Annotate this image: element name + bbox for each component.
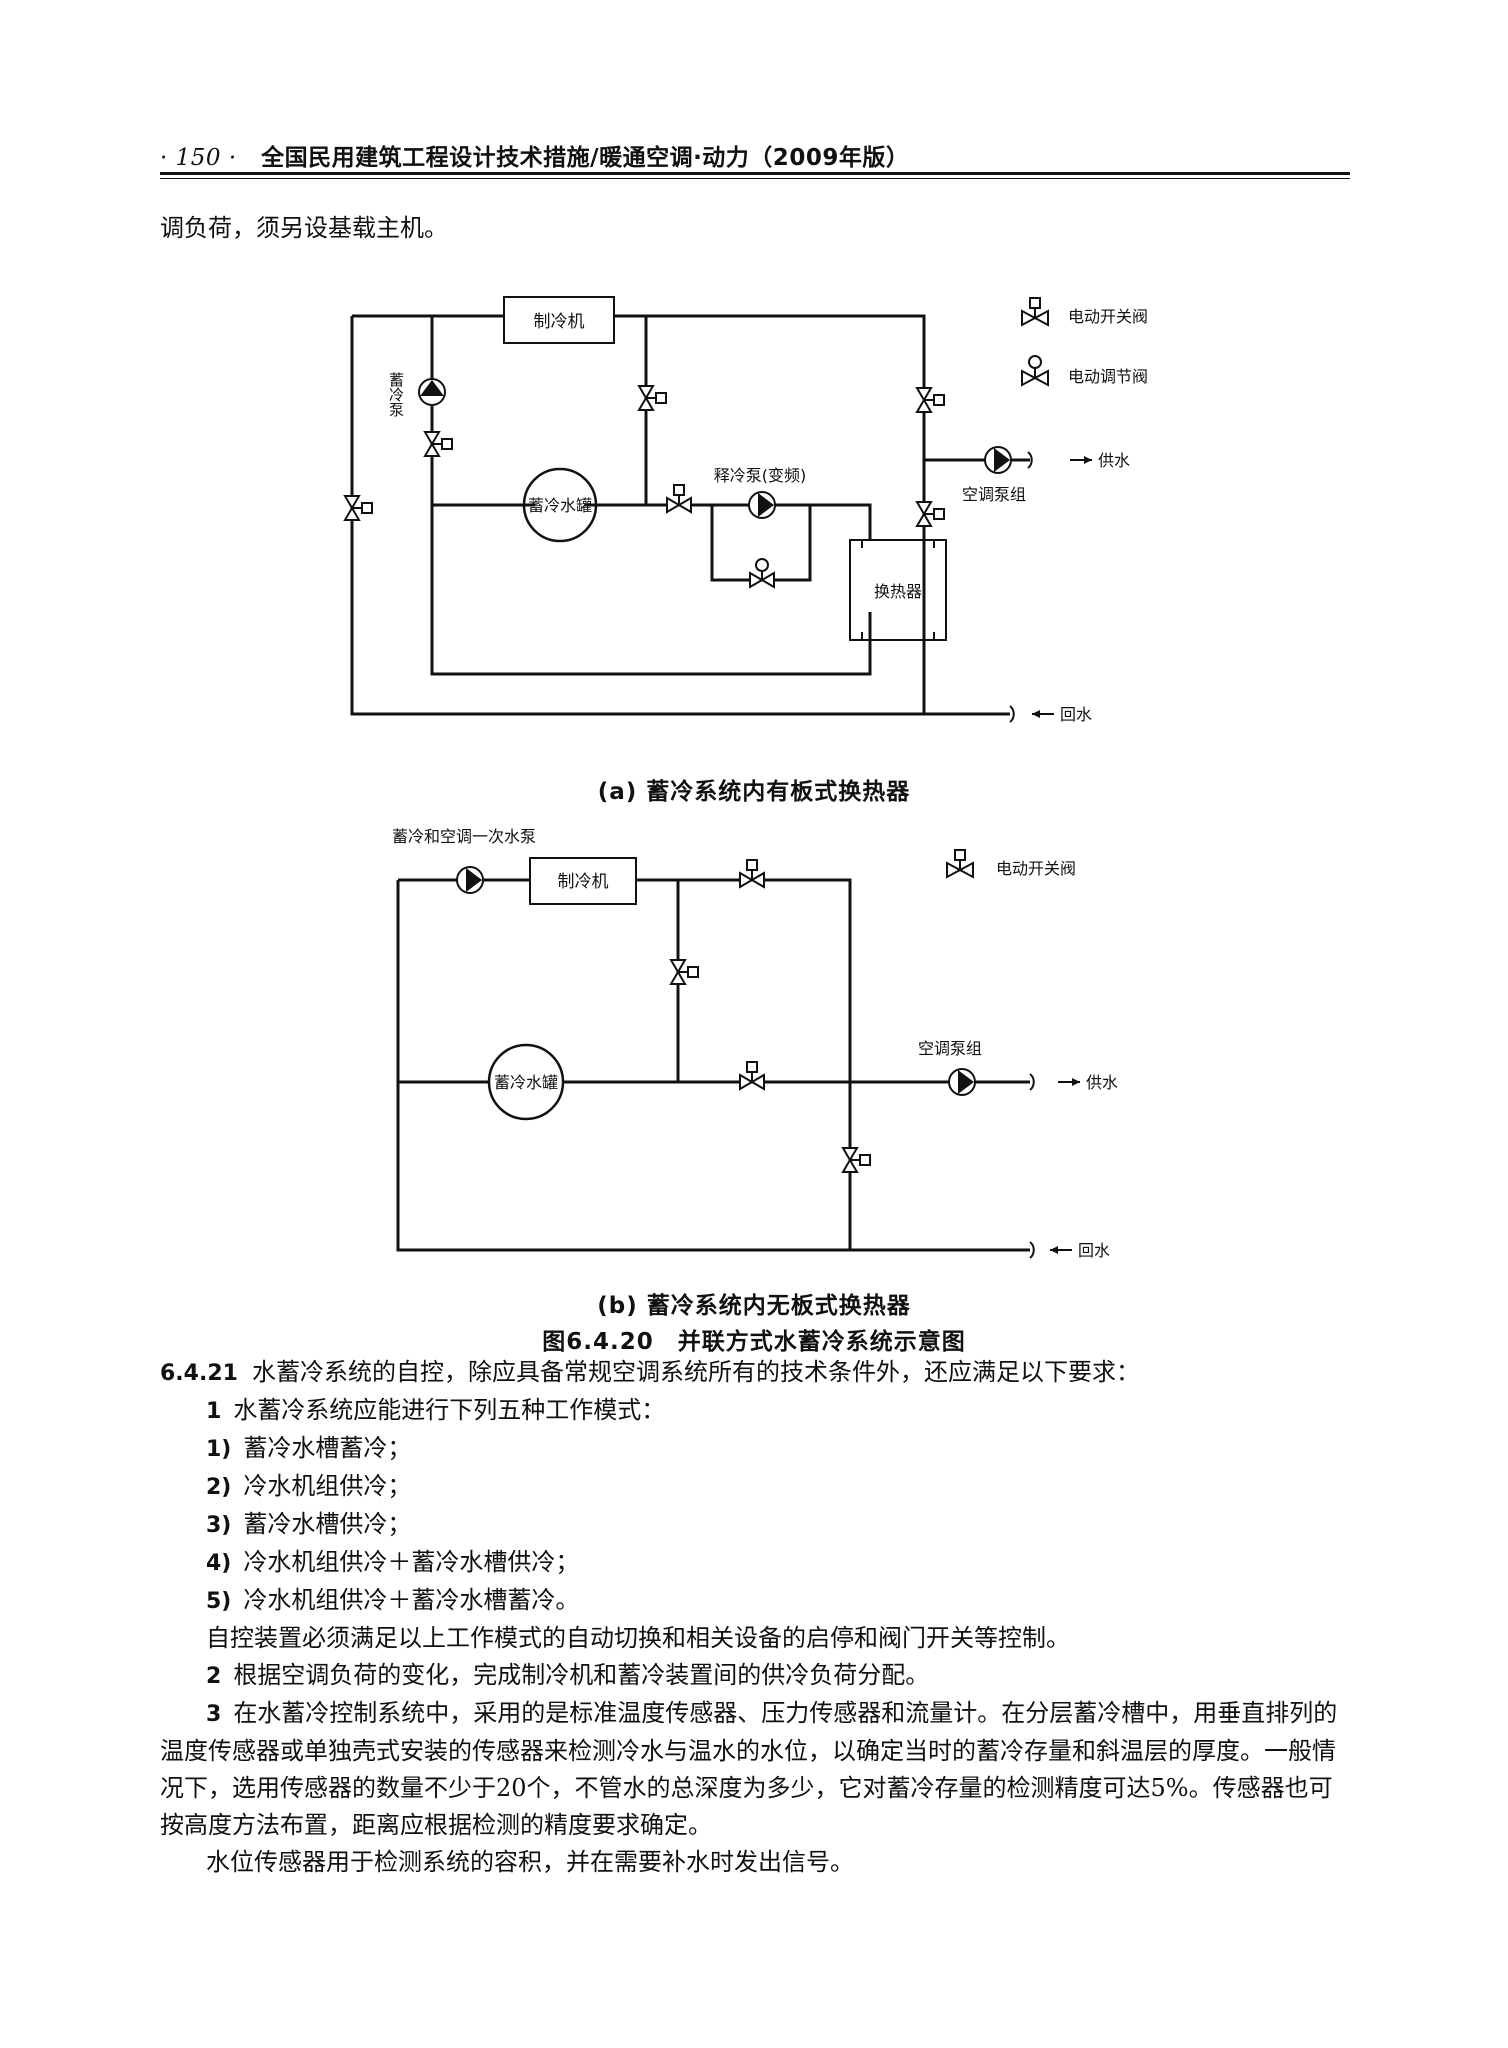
mode-text: 冷水机组供冷＋蓄冷水槽蓄冷。 — [243, 1586, 580, 1614]
mode-text: 冷水机组供冷； — [243, 1472, 412, 1500]
ac-pump-group-label: 空调泵组 — [918, 1039, 982, 1058]
regulating-valve-icon — [749, 558, 775, 588]
ac-pump-icon — [984, 446, 1012, 474]
item-text: 在水蓄冷控制系统中，采用的是标准温度传感器、压力传感器和流量计。在分层蓄冷槽中，… — [160, 1699, 1338, 1839]
supply-arrow-icon — [1057, 1077, 1081, 1087]
valve-icon — [739, 859, 765, 888]
valve-icon — [666, 484, 692, 513]
valve-icon — [916, 387, 945, 413]
primary-pump-icon — [456, 866, 484, 894]
valve-icon — [344, 495, 373, 521]
mode-text: 冷水机组供冷＋蓄冷水槽供冷； — [243, 1548, 580, 1576]
legend-switch-valve-label: 电动开关阀 — [996, 859, 1076, 878]
legend-regulating-valve-label: 电动调节阀 — [1068, 367, 1148, 386]
valve-icon — [638, 385, 667, 411]
supply-water-label: 供水 — [1086, 1073, 1118, 1092]
ac-pump-group-label: 空调泵组 — [962, 485, 1026, 504]
item-text: 根据空调负荷的变化，完成制冷机和蓄冷装置间的供冷负荷分配。 — [233, 1661, 930, 1689]
mode-number: 2) — [206, 1475, 232, 1500]
valve-icon — [916, 501, 945, 527]
item-number: 3 — [206, 1702, 222, 1727]
mode-item: 5) 冷水机组供冷＋蓄冷水槽蓄冷。 — [160, 1582, 1350, 1620]
return-arrow-icon — [1031, 709, 1055, 719]
supply-arrow-icon — [1069, 455, 1093, 465]
release-pump-label: 释冷泵(变频) — [714, 466, 807, 485]
mode-item: 1) 蓄冷水槽蓄冷； — [160, 1430, 1350, 1468]
caption-b: (b) 蓄冷系统内无板式换热器 — [597, 1293, 911, 1319]
release-pump-icon — [748, 491, 776, 519]
valve-icon — [424, 431, 453, 457]
valve-icon — [670, 959, 699, 985]
mode-number: 5) — [206, 1589, 232, 1614]
book-title: 全国民用建筑工程设计技术措施/暖通空调·动力（2009年版） — [261, 145, 910, 171]
figure-caption: 图6.4.20 并联方式水蓄冷系统示意图 — [542, 1329, 966, 1355]
mode-item: 3) 蓄冷水槽供冷； — [160, 1506, 1350, 1544]
mode-item: 2) 冷水机组供冷； — [160, 1468, 1350, 1506]
valve-icon — [842, 1147, 871, 1173]
chiller-label: 制冷机 — [534, 312, 585, 332]
mode-number: 4) — [206, 1551, 232, 1576]
ac-pump-icon — [948, 1068, 976, 1096]
return-water-label: 回水 — [1078, 1241, 1110, 1260]
item-1: 1 水蓄冷系统应能进行下列五种工作模式： — [160, 1392, 1350, 1430]
section-body: 6.4.21 水蓄冷系统的自控，除应具备常规空调系统所有的技术条件外，还应满足以下… — [160, 1354, 1350, 1881]
tank-label: 蓄冷水罐 — [494, 1073, 558, 1092]
item-number: 1 — [206, 1399, 222, 1424]
heat-exchanger-label: 换热器 — [874, 582, 922, 601]
item-number: 2 — [206, 1664, 222, 1689]
section-text: 水蓄冷系统的自控，除应具备常规空调系统所有的技术条件外，还应满足以下要求： — [251, 1358, 1140, 1386]
return-water-label: 回水 — [1060, 705, 1092, 724]
mode-item: 4) 冷水机组供冷＋蓄冷水槽供冷； — [160, 1544, 1350, 1582]
mode-text: 蓄冷水槽蓄冷； — [243, 1434, 412, 1462]
storage-pump-label: 蓄冷泵 — [387, 372, 405, 417]
tank-label: 蓄冷水罐 — [528, 496, 592, 515]
item-2: 2 根据空调负荷的变化，完成制冷机和蓄冷装置间的供冷负荷分配。 — [160, 1657, 1350, 1695]
intro-paragraph: 调负荷，须另设基载主机。 — [160, 214, 448, 242]
level-sensor-para: 水位传感器用于检测系统的容积，并在需要补水时发出信号。 — [206, 1848, 854, 1876]
page-number: · 150 · — [160, 145, 237, 171]
chiller-label: 制冷机 — [558, 872, 609, 892]
legend-switch-valve-icon — [1021, 297, 1049, 327]
primary-pump-label: 蓄冷和空调一次水泵 — [392, 827, 536, 846]
valve-icon — [739, 1061, 765, 1090]
mode-text: 蓄冷水槽供冷； — [243, 1510, 412, 1538]
supply-water-label: 供水 — [1098, 451, 1130, 470]
legend-switch-valve-label: 电动开关阀 — [1068, 307, 1148, 326]
mode-number: 3) — [206, 1513, 232, 1538]
return-arrow-icon — [1049, 1245, 1073, 1255]
legend-regulating-valve-icon — [1021, 355, 1049, 387]
header-rule-thin — [160, 178, 1350, 179]
header-rule-thick — [160, 172, 1350, 175]
auto-control-para: 自控装置必须满足以上工作模式的自动切换和相关设备的启停和阀门开关等控制。 — [206, 1624, 1070, 1652]
diagram-a — [350, 296, 1030, 716]
section-number: 6.4.21 — [160, 1361, 238, 1386]
mode-number: 1) — [206, 1437, 232, 1462]
section-heading-para: 6.4.21 水蓄冷系统的自控，除应具备常规空调系统所有的技术条件外，还应满足以下… — [160, 1354, 1350, 1392]
running-header: · 150 · 全国民用建筑工程设计技术措施/暖通空调·动力（2009年版） — [160, 138, 909, 172]
storage-pump-icon — [418, 378, 446, 406]
item-text: 水蓄冷系统应能进行下列五种工作模式： — [233, 1396, 666, 1424]
legend-switch-valve-icon — [946, 849, 974, 879]
caption-a: (a) 蓄冷系统内有板式换热器 — [597, 779, 911, 805]
